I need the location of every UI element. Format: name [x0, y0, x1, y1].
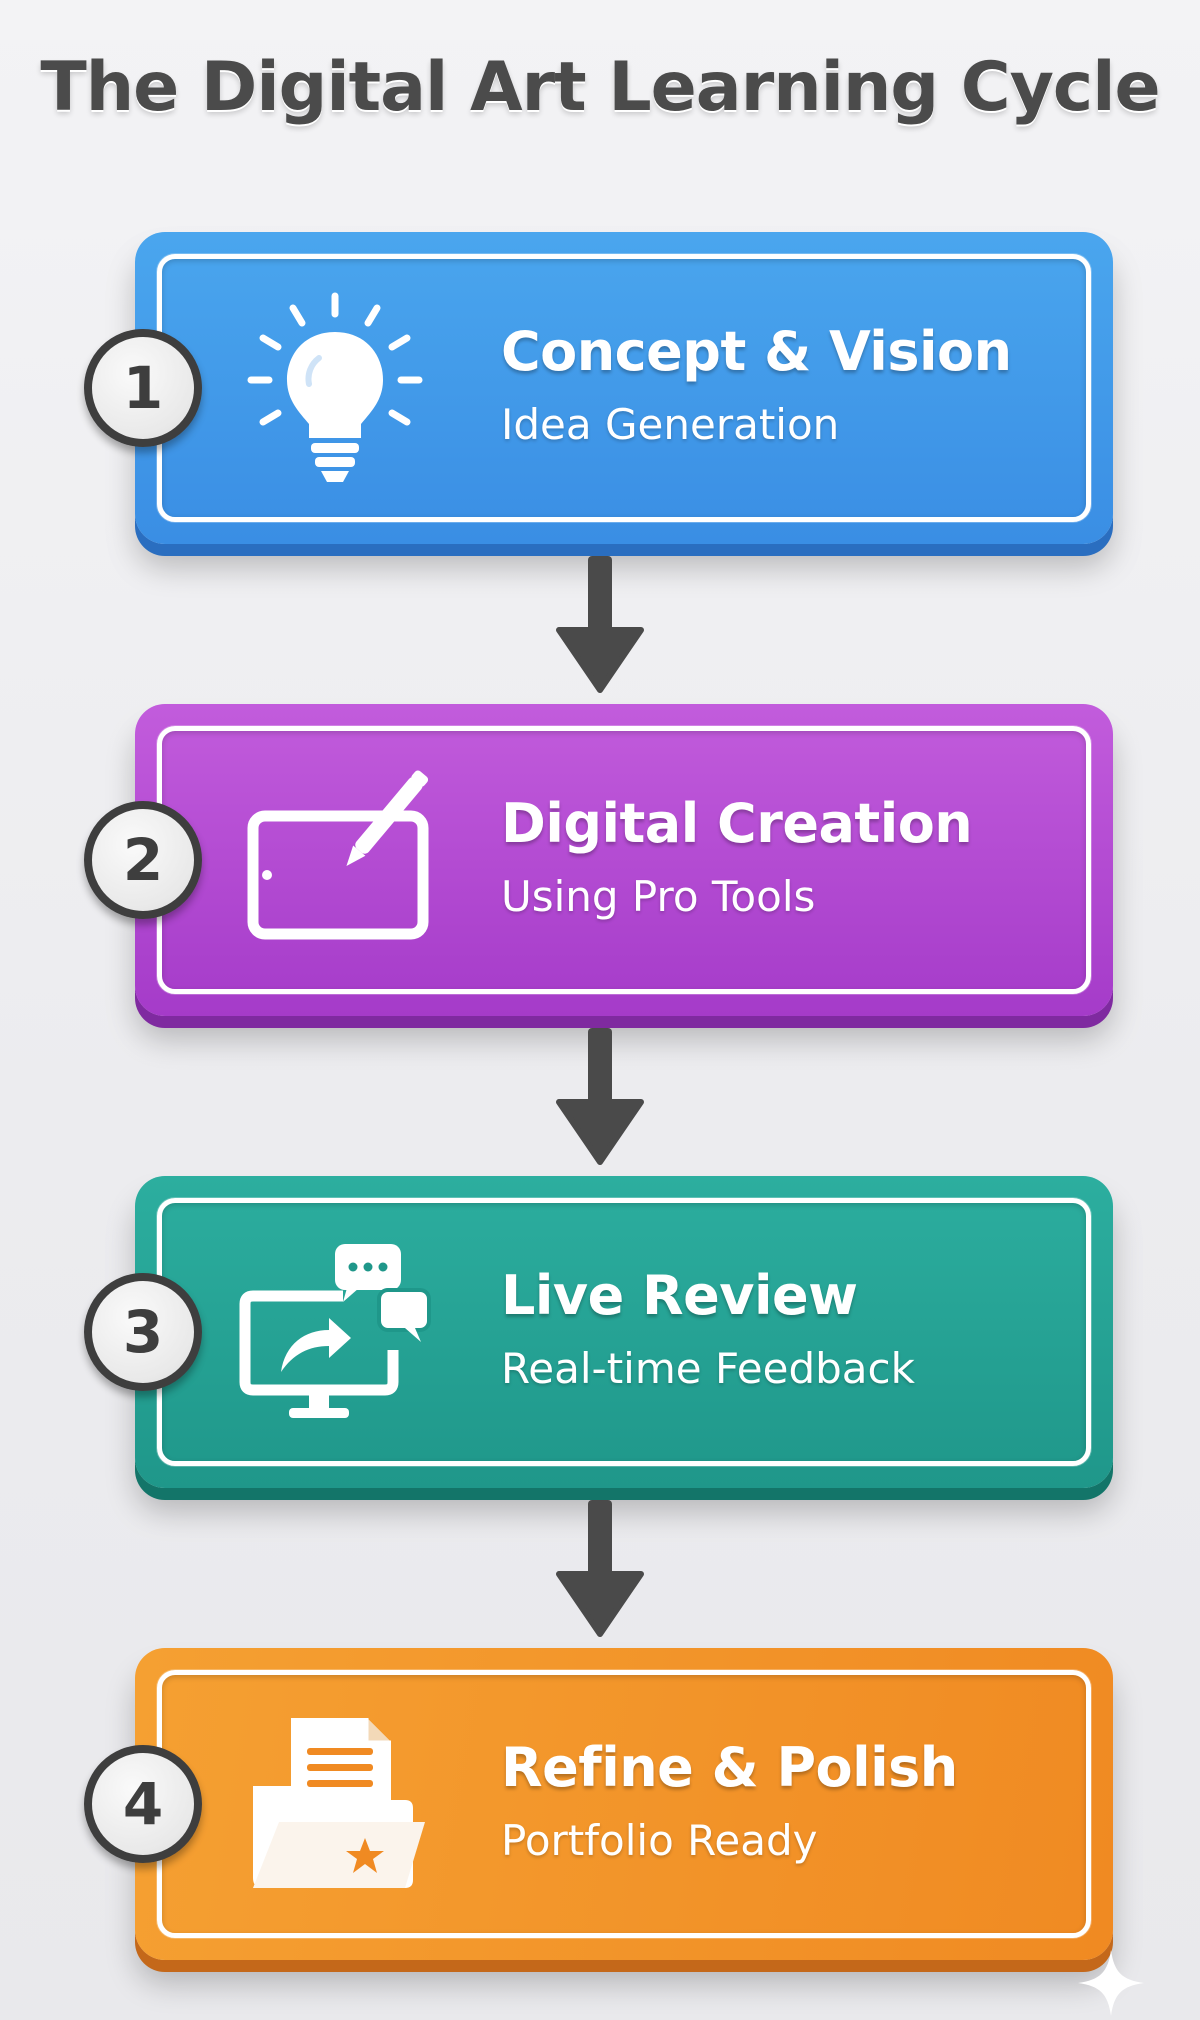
step-4-heading: Refine & Polish — [501, 1736, 958, 1799]
step-4-number-badge: 4 — [84, 1745, 202, 1863]
arrow-down-icon — [556, 1500, 644, 1637]
drawing-tablet-icon — [247, 770, 429, 940]
monitor-feedback-icon — [239, 1244, 431, 1418]
lightbulb-icon — [247, 292, 423, 482]
step-2-heading: Digital Creation — [501, 792, 973, 855]
step-3-card: Live Review Real-time Feedback — [135, 1176, 1113, 1488]
diagram-title: The Digital Art Learning Cycle — [40, 48, 1160, 127]
step-4-card: Refine & Polish Portfolio Ready — [135, 1648, 1113, 1960]
arrow-down-icon — [556, 1028, 644, 1165]
step-1-number-badge: 1 — [84, 329, 202, 447]
step-1-card: Concept & Vision Idea Generation — [135, 232, 1113, 544]
portfolio-folder-icon — [253, 1718, 425, 1888]
step-3-number-badge: 3 — [84, 1273, 202, 1391]
step-2-number-badge: 2 — [84, 801, 202, 919]
step-3-subtitle: Real-time Feedback — [501, 1344, 915, 1393]
arrow-down-icon — [556, 556, 644, 693]
step-2-subtitle: Using Pro Tools — [501, 872, 816, 921]
step-4-subtitle: Portfolio Ready — [501, 1816, 818, 1865]
step-1-subtitle: Idea Generation — [501, 400, 840, 449]
step-1-heading: Concept & Vision — [501, 320, 1012, 383]
step-3-heading: Live Review — [501, 1264, 858, 1327]
sparkle-icon — [1078, 1950, 1144, 2016]
step-2-card: Digital Creation Using Pro Tools — [135, 704, 1113, 1016]
